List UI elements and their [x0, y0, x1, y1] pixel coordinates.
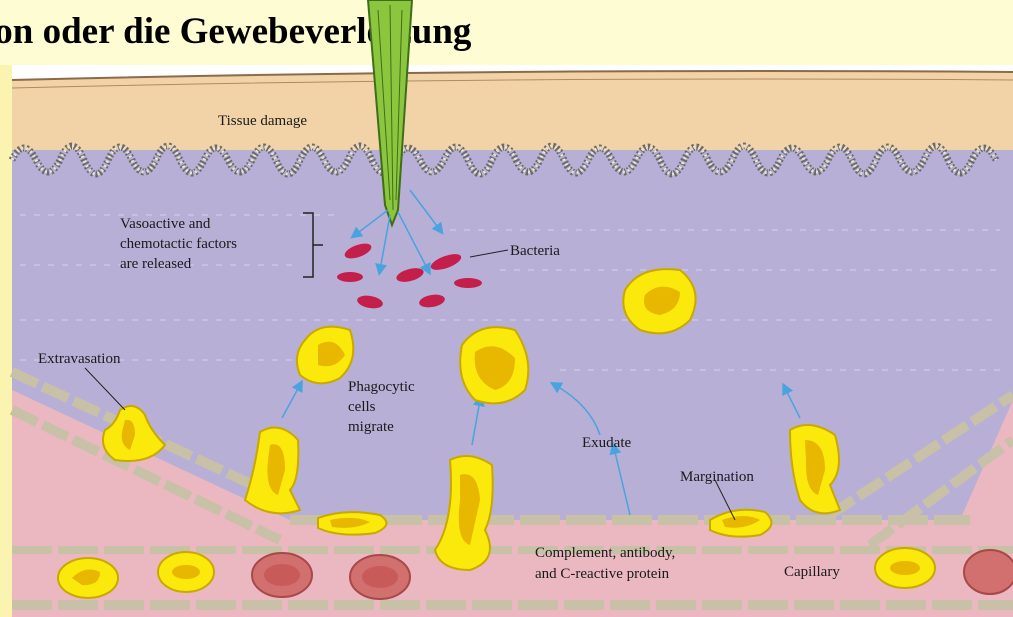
label-margination: Margination	[680, 469, 754, 485]
label-tissue-damage: Tissue damage	[218, 113, 307, 129]
label-vasoactive-1: Vasoactive and	[120, 216, 211, 232]
label-exudate: Exudate	[582, 435, 631, 451]
label-phagocytic-3: migrate	[348, 419, 394, 435]
label-complement-1: Complement, antibody,	[535, 545, 675, 561]
label-vasoactive-3: are released	[120, 256, 192, 272]
label-capillary: Capillary	[784, 564, 840, 580]
label-phagocytic-2: cells	[348, 399, 376, 415]
label-extravasation: Extravasation	[38, 351, 121, 367]
label-phagocytic-1: Phagocytic	[348, 379, 415, 395]
label-complement-2: and C-reactive protein	[535, 566, 670, 582]
label-bacteria: Bacteria	[510, 243, 560, 259]
label-vasoactive-2: chemotactic factors	[120, 236, 237, 252]
skin-layer	[12, 71, 1013, 150]
